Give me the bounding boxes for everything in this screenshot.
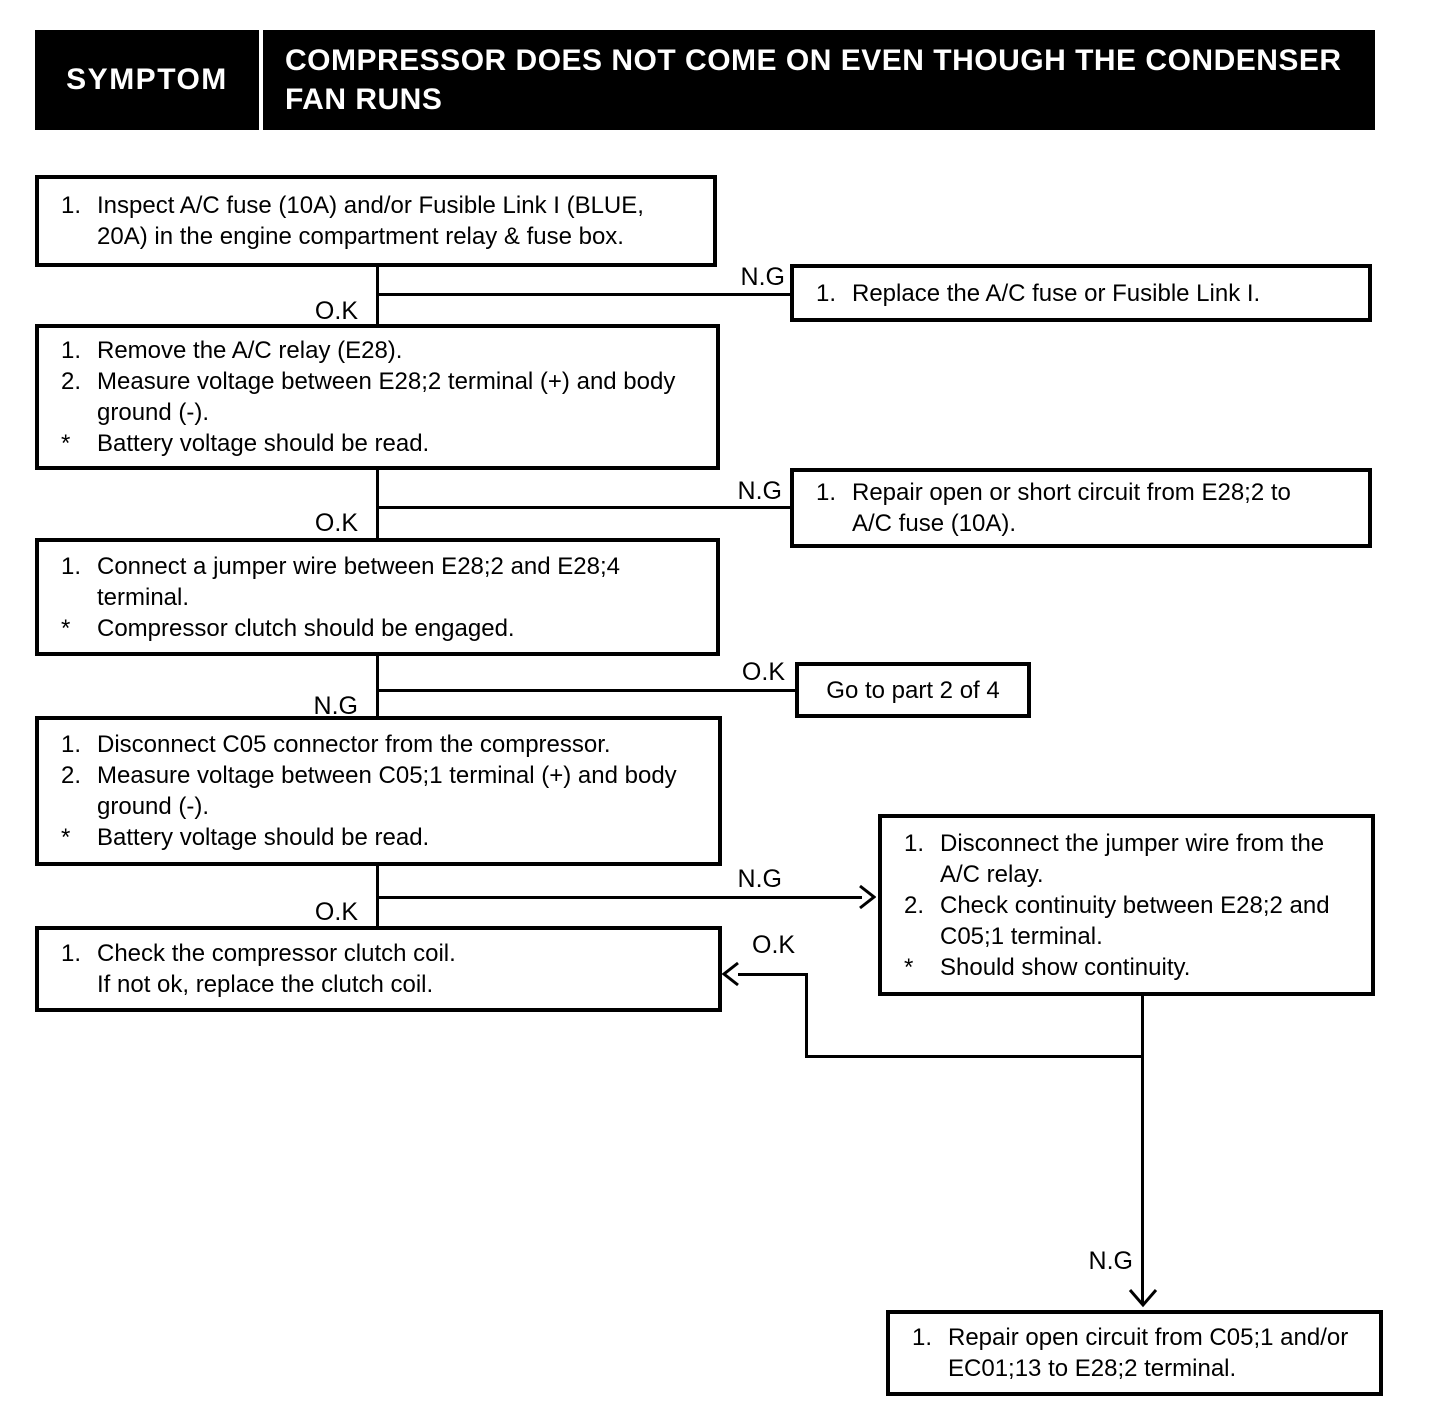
branch-label-ok: O.K: [752, 931, 796, 959]
step-line: terminal.: [97, 583, 190, 611]
step-line: 2.Check continuity between E28;2 and: [904, 891, 1330, 919]
step-line: 1.Replace the A/C fuse or Fusible Link I…: [816, 279, 1261, 307]
goto-part-2-box: Go to part 2 of 4: [795, 662, 1031, 718]
connector-line: [376, 506, 790, 509]
branch-label-ng: N.G: [737, 865, 782, 893]
symptom-title: COMPRESSOR DOES NOT COME ON EVEN THOUGH …: [263, 30, 1375, 130]
step-line: 1.Disconnect C05 connector from the comp…: [61, 731, 611, 758]
step-line: C05;1 terminal.: [940, 922, 1103, 950]
symptom-title-line: FAN RUNS: [285, 83, 443, 116]
step-line: A/C fuse (10A).: [852, 510, 1017, 537]
branch-label-ok: O.K: [314, 898, 358, 926]
check-continuity-box: 1.Disconnect the jumper wire from the A/…: [878, 814, 1375, 996]
check-clutch-coil-box: 1.Check the compressor clutch coil. If n…: [35, 926, 722, 1012]
connector-line: [805, 973, 808, 1058]
step-jumper-wire-box: 1.Connect a jumper wire between E28;2 an…: [35, 538, 720, 656]
step-line: *Compressor clutch should be engaged.: [61, 614, 515, 642]
connector-line: [1141, 1055, 1144, 1305]
symptom-title-line: COMPRESSOR DOES NOT COME ON EVEN THOUGH …: [285, 44, 1342, 77]
step-line: 1.Inspect A/C fuse (10A) and/or Fusible …: [61, 192, 644, 219]
connector-line: [738, 973, 808, 976]
step-line: 1.Disconnect the jumper wire from the: [904, 829, 1325, 857]
step-line: ground (-).: [97, 793, 210, 820]
step-line: Go to part 2 of 4: [826, 676, 1000, 704]
step-measure-c05-box: 1.Disconnect C05 connector from the comp…: [35, 716, 722, 866]
step-line: 1.Remove the A/C relay (E28).: [61, 337, 403, 364]
step-line: 1.Repair open or short circuit from E28;…: [816, 479, 1291, 506]
step-line: 2.Measure voltage between E28;2 terminal…: [61, 368, 676, 395]
header-divider: [259, 30, 263, 130]
branch-label-ng: N.G: [313, 692, 358, 720]
step-line: EC01;13 to E28;2 terminal.: [948, 1355, 1237, 1382]
connector-line: [376, 896, 862, 899]
connector-line: [805, 1055, 1144, 1058]
step-line: If not ok, replace the clutch coil.: [97, 971, 434, 998]
step-measure-e28-box: 1.Remove the A/C relay (E28). 2.Measure …: [35, 324, 720, 470]
step-line: 1.Connect a jumper wire between E28;2 an…: [61, 552, 620, 580]
branch-label-ok: O.K: [741, 658, 785, 686]
branch-label-ng: N.G: [1088, 1247, 1133, 1275]
step-line: 1.Check the compressor clutch coil.: [61, 940, 456, 967]
step-line: A/C relay.: [940, 860, 1044, 888]
arrow-down-icon: [1128, 1289, 1158, 1308]
result-replace-fuse-box: 1.Replace the A/C fuse or Fusible Link I…: [790, 264, 1372, 322]
connector-line: [376, 689, 795, 692]
result-repair-e28-box: 1.Repair open or short circuit from E28;…: [790, 468, 1372, 548]
connector-line: [376, 470, 379, 538]
branch-label-ok: O.K: [314, 297, 358, 325]
result-repair-c05-box: 1.Repair open circuit from C05;1 and/or …: [886, 1310, 1383, 1396]
connector-line: [376, 656, 379, 716]
connector-line: [376, 293, 790, 296]
branch-label-ng: N.G: [737, 477, 782, 505]
step-line: ground (-).: [97, 399, 210, 426]
connector-line: [1141, 996, 1144, 1058]
step-line: 20A) in the engine compartment relay & f…: [97, 223, 624, 250]
branch-label-ok: O.K: [314, 509, 358, 537]
step-line: 2.Measure voltage between C05;1 terminal…: [61, 762, 677, 789]
branch-label-ng: N.G: [740, 263, 785, 291]
arrow-left-icon: [722, 961, 739, 987]
step-line: *Battery voltage should be read.: [61, 824, 430, 851]
step-line: *Should show continuity.: [904, 953, 1191, 981]
step-line: 1.Repair open circuit from C05;1 and/or: [912, 1324, 1349, 1351]
arrow-right-icon: [859, 884, 876, 910]
symptom-header-bar: SYMPTOM COMPRESSOR DOES NOT COME ON EVEN…: [35, 30, 1375, 130]
step-inspect-fuse-box: 1.Inspect A/C fuse (10A) and/or Fusible …: [35, 175, 717, 267]
symptom-label: SYMPTOM: [66, 63, 228, 96]
step-line: *Battery voltage should be read.: [61, 430, 430, 457]
